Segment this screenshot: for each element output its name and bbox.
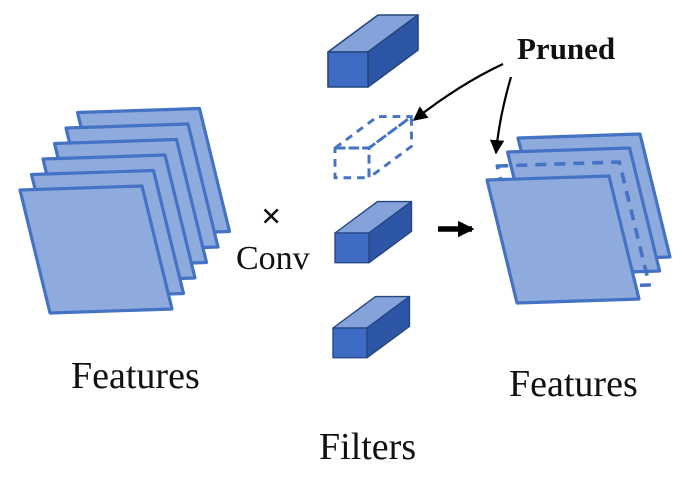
- filters-label: Filters: [319, 426, 416, 468]
- cuboid-front-face: [332, 327, 368, 359]
- cuboid-front-face: [334, 232, 370, 264]
- cuboid-front-face: [333, 146, 371, 180]
- filters-column: [327, 14, 419, 359]
- left-features-label: Features: [71, 355, 200, 397]
- left-feature-stack: [18, 106, 232, 315]
- times-symbol: ×: [261, 196, 282, 236]
- cuboid-front-face: [327, 51, 369, 88]
- conv-label: Conv: [236, 240, 310, 277]
- filter-cuboid-1: [327, 14, 419, 88]
- right-features-label: Features: [509, 363, 638, 405]
- right-feature-stack: [485, 132, 672, 305]
- filter-cuboid-4: [332, 295, 411, 359]
- pruned-arrow-to-feature: [489, 76, 513, 155]
- filter-cuboid-3: [334, 200, 413, 264]
- pruned-label: Pruned: [517, 31, 615, 66]
- cuboid-side-face: [367, 115, 413, 180]
- pruned-filter-cuboid: [333, 115, 413, 180]
- pruned-arrow-to-filter: [412, 63, 504, 121]
